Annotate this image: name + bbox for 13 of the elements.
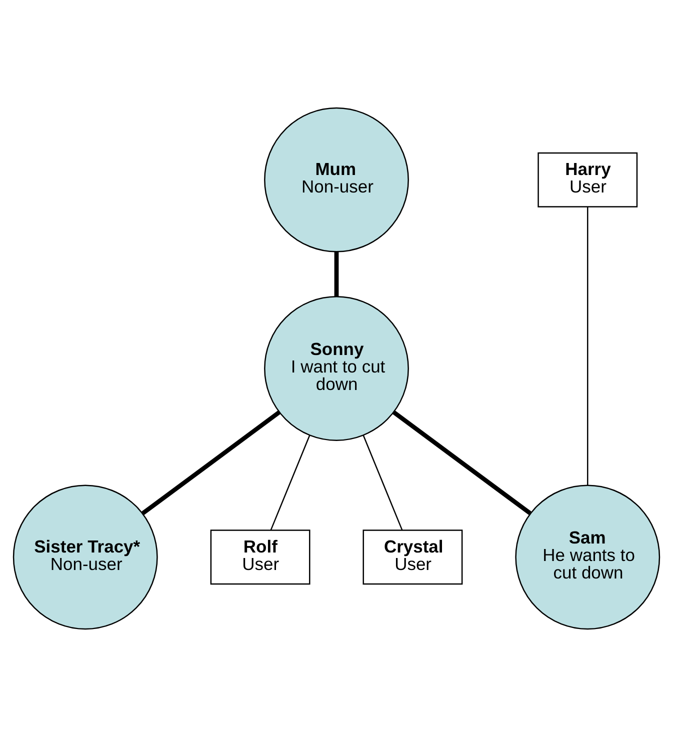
node-circle: Sam He wants to cut down [515,484,660,630]
connector [362,435,403,530]
connector [392,410,532,516]
node-box: Harry User [538,152,638,208]
connector [142,410,280,516]
node-box: Crystal User [362,530,463,585]
node-circle: Mum Non-user [264,107,409,252]
node-box: Rolf User [210,530,310,585]
connector [270,435,310,530]
connector [587,206,588,486]
connector [334,252,339,297]
node-circle: Sister Tracy* Non-user [12,484,158,630]
node-circle: Sonny I want to cut down [264,296,409,441]
